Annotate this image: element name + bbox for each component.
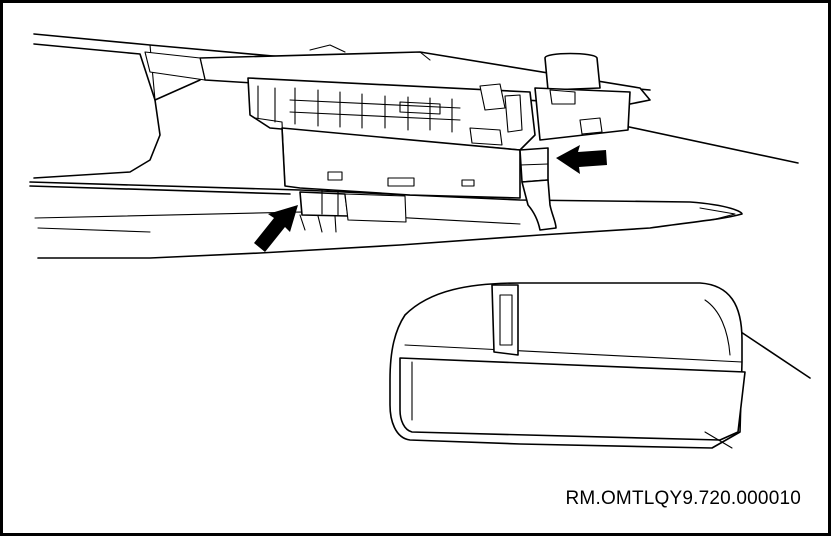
console-cover (389, 282, 811, 449)
overhead-console-unit (144, 44, 651, 199)
connector-left (299, 189, 407, 233)
arrow-icon (254, 205, 298, 252)
connector-right (519, 147, 557, 231)
trim-strip (29, 181, 743, 259)
arrow-icon (556, 145, 607, 174)
reference-code: RM.OMTLQY9.720.000010 (565, 488, 801, 509)
